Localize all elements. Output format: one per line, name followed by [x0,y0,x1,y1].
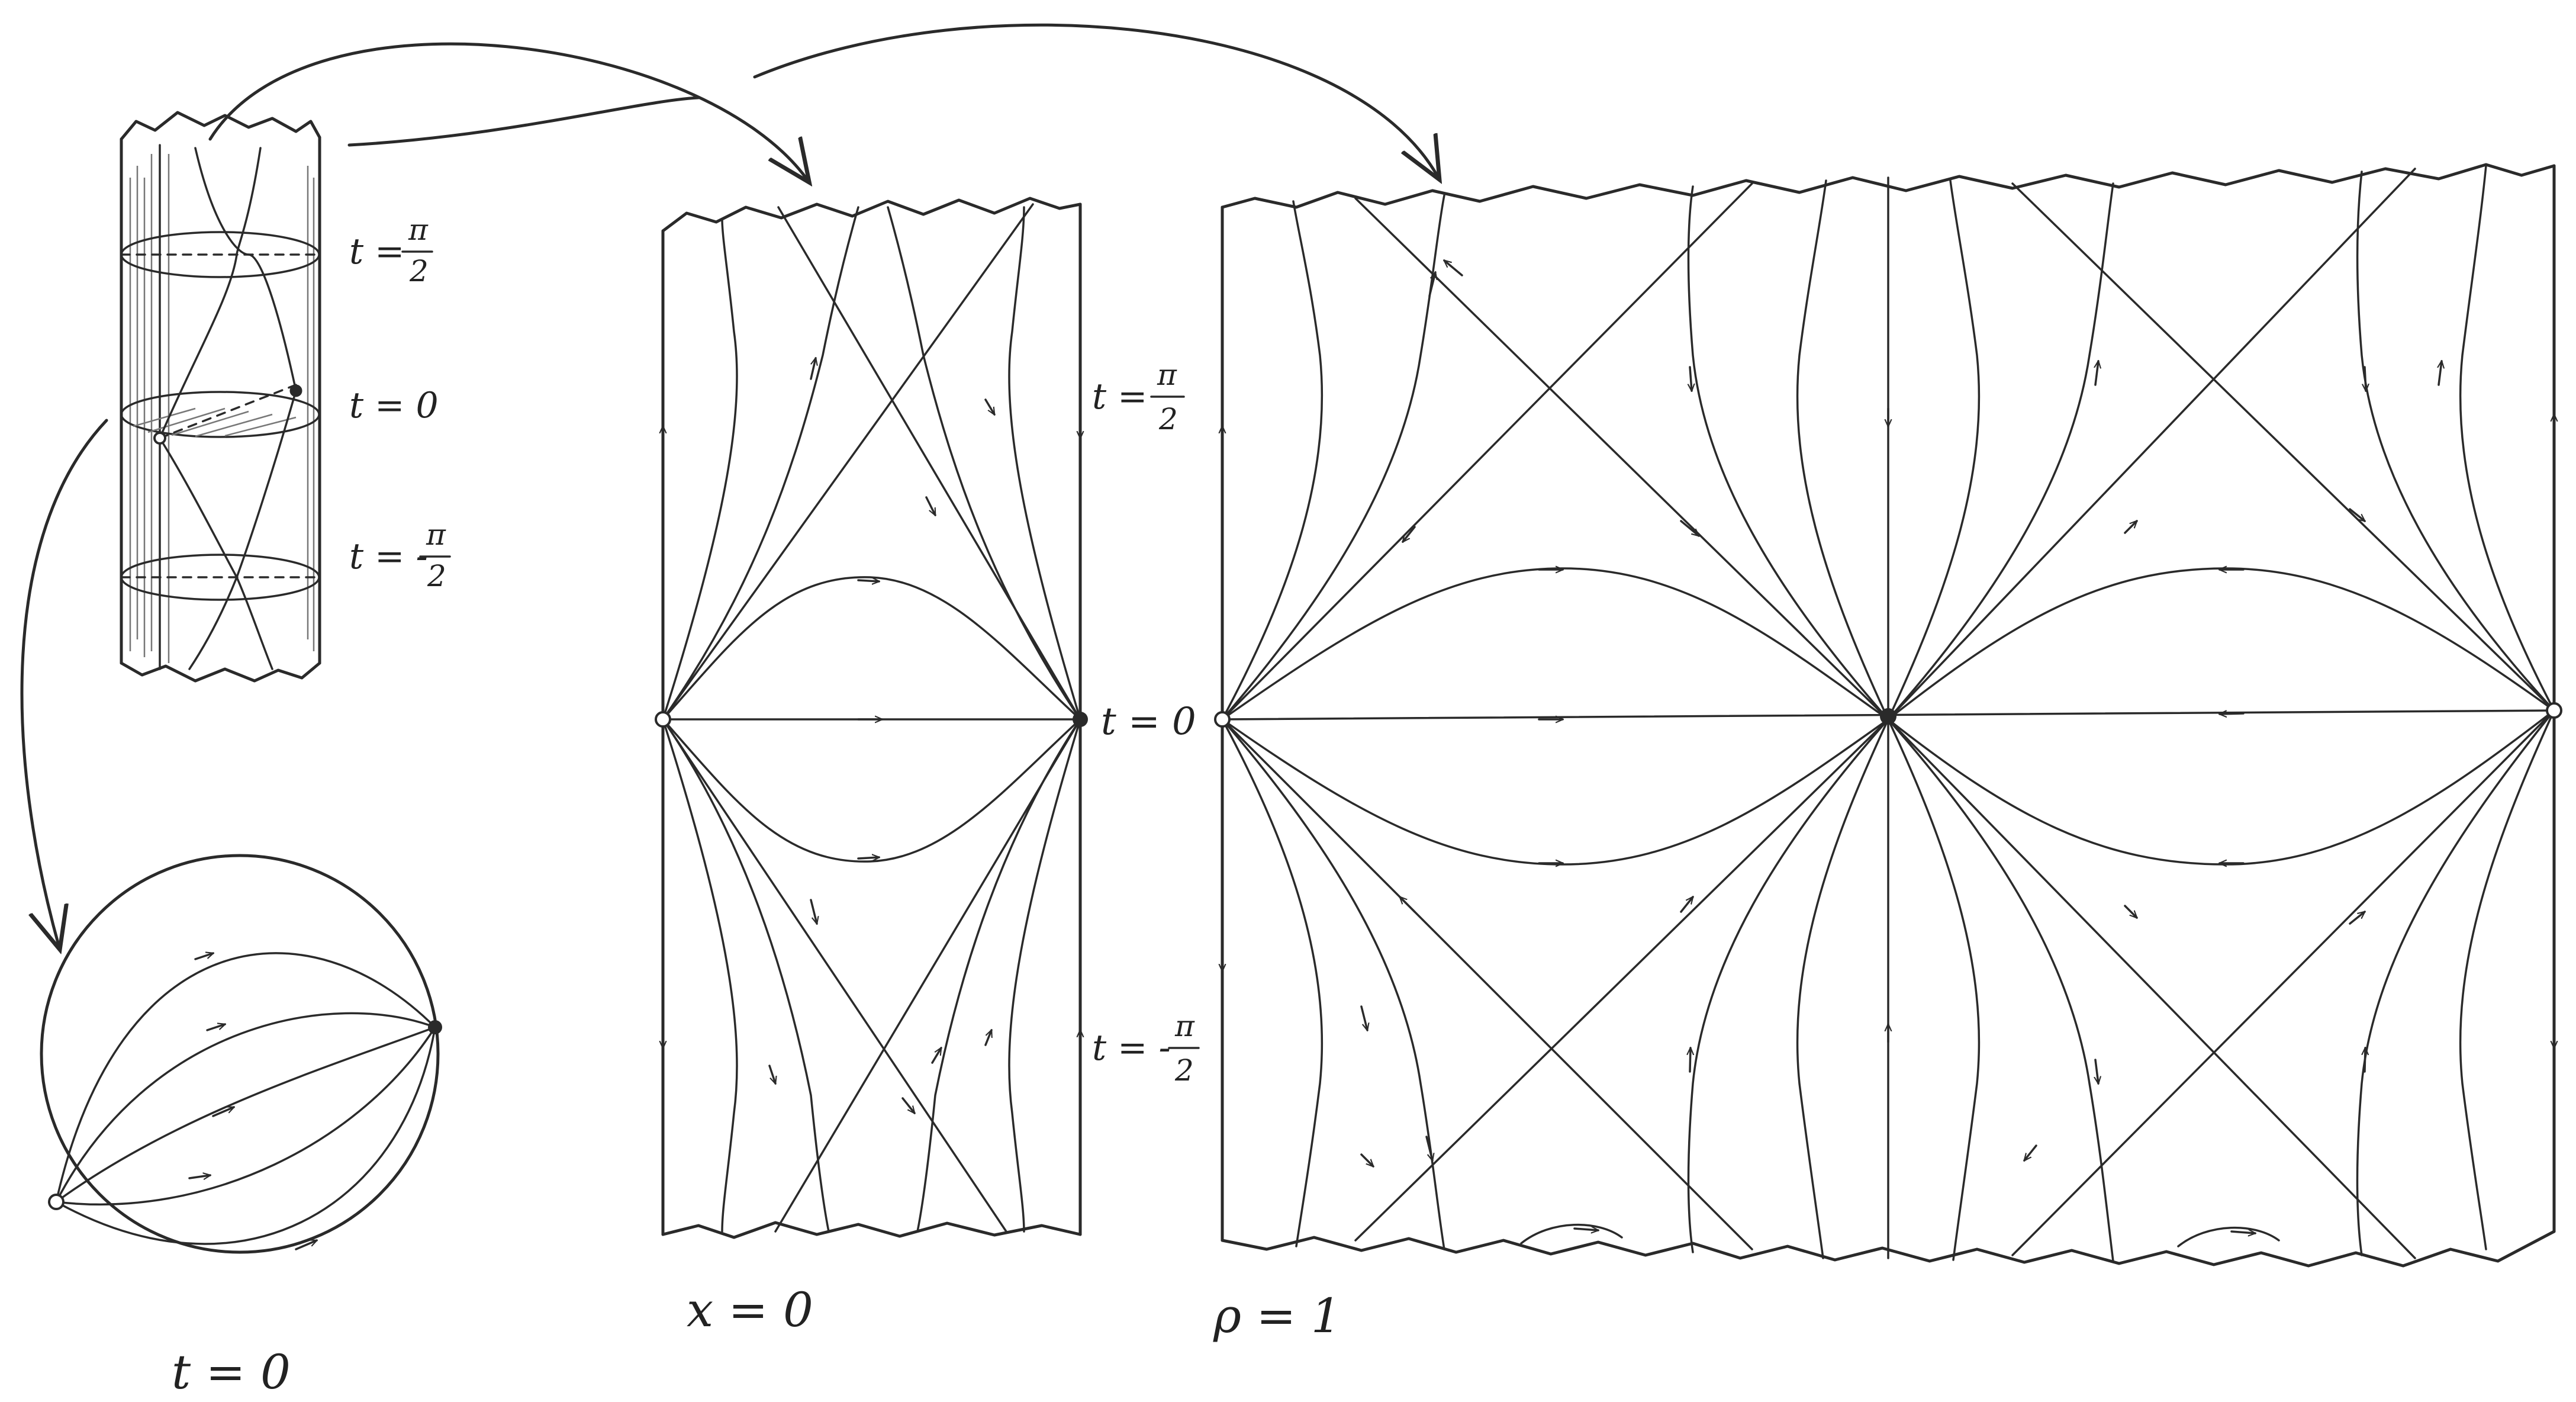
arrow-cylinder-to-x-panel [208,42,808,181]
cylinder-torn-top [120,111,321,141]
cylinder-label-t-top-lhs: t = [349,231,404,272]
arrow-cylinder-to-rho-panel [347,23,1438,178]
arrow-cylinder-to-disk [20,419,108,947]
panel-rho-dot-open-left [1214,711,1231,728]
panel-rho-torn-bottom [1221,1230,2556,1268]
cylinder-label-t-top-num: π [408,213,429,247]
panel-x-dot-filled [1073,712,1088,727]
cylinder-torn-bottom [120,661,321,683]
disk-t-zero: t = 0 [40,854,442,1400]
slice-t-zero-hatching [133,407,297,438]
slice-t-zero [120,391,320,438]
panel-rho-one: ρ = 1 [1213,163,2562,1343]
cylinder-shading [129,154,315,663]
panel-x-label-t-top-num: π [1157,358,1177,392]
disk-dot-filled [428,1020,442,1034]
cylinder-label-t-zero: t = 0 [349,385,439,426]
panel-rho-torn-top [1221,163,2556,209]
panel-rho-dot-open-right [2546,702,2562,719]
panel-x-label-t-zero: t = 0 [1101,700,1196,744]
cylinder-label-t-bottom-den: 2 [427,559,446,593]
caption-x-zero: x = 0 [687,1282,813,1337]
panel-x-label-t-bottom-num: π [1174,1009,1195,1043]
panel-rho-dot-filled-center [1880,708,1896,725]
panel-x-label-t-top-lhs: t = [1092,376,1147,417]
disk-boundary [40,854,440,1254]
cylinder-label-t-bottom-lhs: t = - [349,536,428,577]
cylinder-label-t-top-den: 2 [409,254,429,288]
cylinder-dot-open [153,432,166,445]
caption-disk: t = 0 [172,1345,291,1400]
panel-x-torn-bottom [661,1221,1082,1239]
disk-dot-open [48,1194,65,1210]
panel-x-label-t-bottom-lhs: t = - [1092,1027,1171,1069]
panel-x-zero: t = π 2 t = 0 t = - π 2 x = 0 [655,197,1200,1337]
connector-arrows [20,23,1438,947]
panel-x-label-t-bottom-den: 2 [1174,1053,1194,1088]
cylinder-dot-filled [289,384,302,397]
cylinder-label-t-bottom-num: π [426,517,446,552]
panel-x-label-t-top-den: 2 [1158,402,1178,436]
caption-rho-one: ρ = 1 [1213,1288,1341,1343]
panel-x-dot-open [655,711,671,728]
ads-cylinder: t = π 2 t = 0 t = - π 2 [120,111,451,683]
